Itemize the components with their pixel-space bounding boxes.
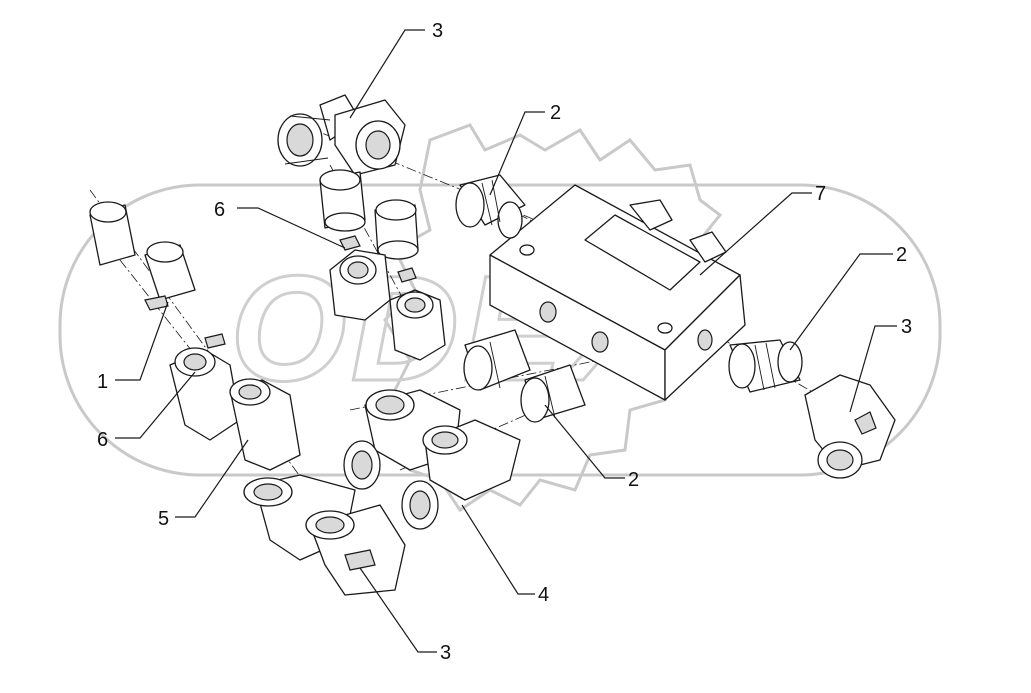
left-fitting-stack: [89, 201, 301, 471]
straight-adapter-middle: [463, 329, 586, 423]
callout-4-tee: 4: [538, 584, 549, 606]
callout-3-right: 3: [901, 316, 912, 338]
callout-6-left: 6: [97, 429, 108, 451]
straight-adapter-right: [728, 339, 803, 393]
callout-1-left: 1: [97, 371, 108, 393]
callout-3-bottom: 3: [440, 642, 451, 664]
straight-adapter-top: [455, 174, 526, 239]
elbow-fitting-right: [804, 374, 896, 479]
callouts: 3 2 6 7 2 3 1 6 5 2 4 3: [97, 20, 912, 664]
watermark-gear-outline: [383, 123, 723, 513]
nut-center: [329, 235, 446, 361]
callout-3-top: 3: [432, 20, 443, 42]
elbow-fitting-top: [277, 94, 406, 176]
callout-5-left: 5: [158, 508, 169, 530]
callout-7-manifold: 7: [815, 183, 826, 205]
leader-lines: [115, 29, 897, 653]
callout-6-center: 6: [214, 199, 225, 221]
tee-fitting-lower: [401, 419, 521, 530]
elbow-fitting-bottom: [243, 474, 406, 596]
callout-2-center: 2: [628, 469, 639, 491]
callout-2-right: 2: [896, 244, 907, 266]
callout-2-top: 2: [550, 102, 561, 124]
adapter-pair-upper: [319, 169, 419, 260]
manifold-block: [489, 184, 746, 401]
